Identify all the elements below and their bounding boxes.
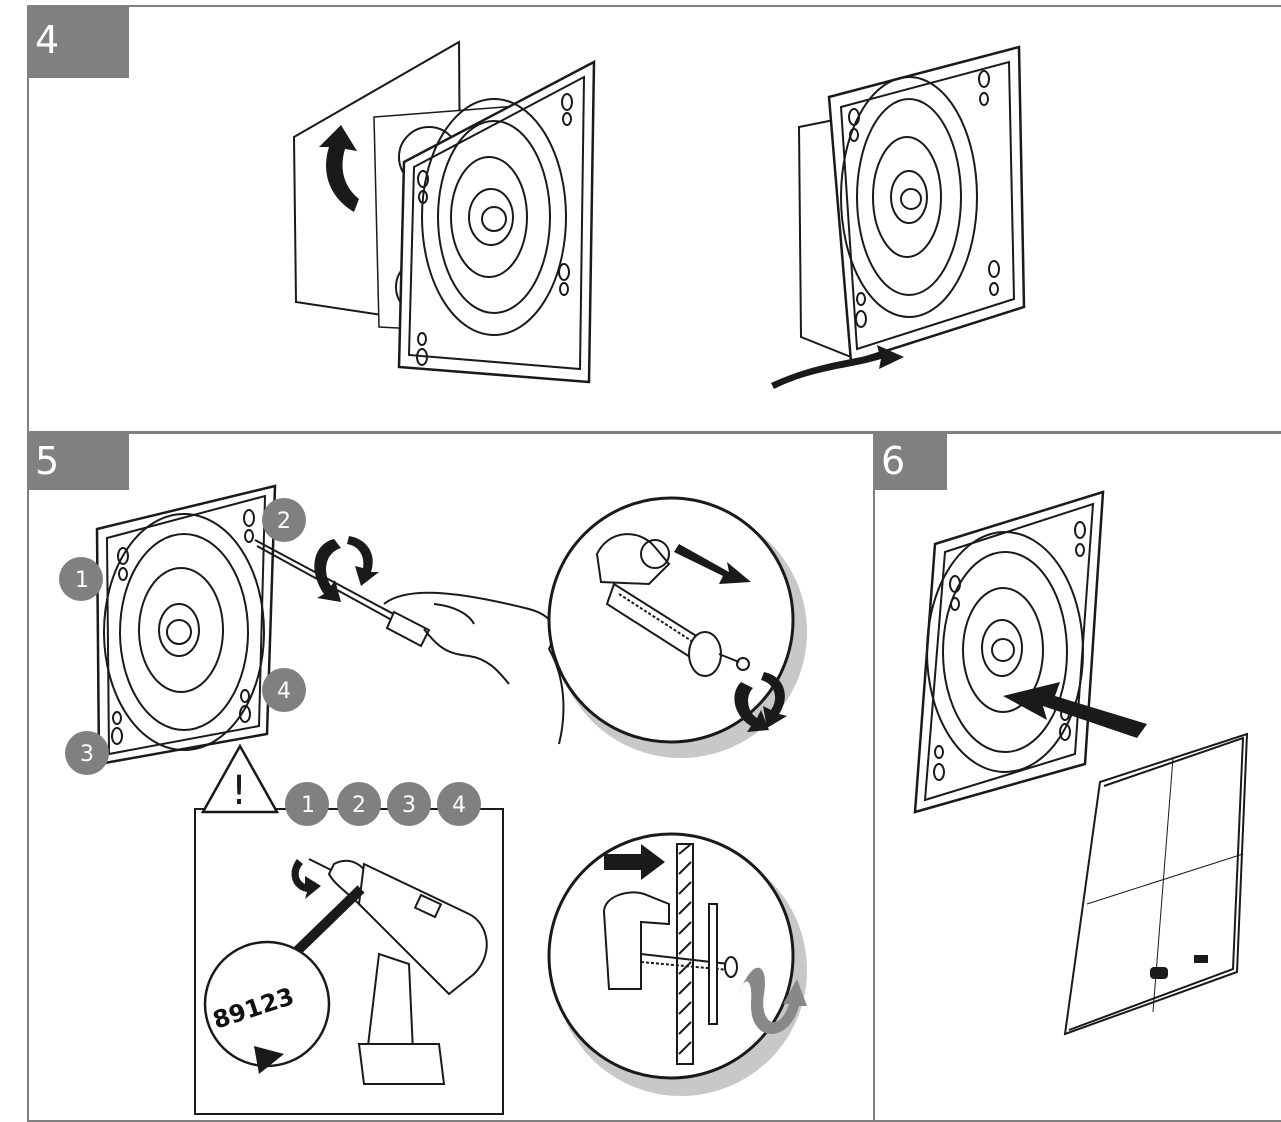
- svg-text:1: 1: [75, 568, 89, 593]
- detail-wall-anchor-circle: [547, 832, 807, 1096]
- step-number: 4: [35, 18, 60, 62]
- step-6-panel: 6: [873, 432, 1281, 1122]
- screw-number-4: 4: [262, 668, 306, 712]
- screwdriver-hand: [254, 539, 565, 745]
- step-number-badge: 6: [873, 432, 947, 490]
- screw-number-1: 1: [59, 557, 103, 601]
- drill-sequence-4: 4: [437, 782, 481, 826]
- drill-sequence-1: 1: [285, 782, 329, 826]
- arrow-push-icon: [1003, 682, 1147, 738]
- svg-text:3: 3: [402, 793, 416, 818]
- warning-icon: !: [231, 768, 247, 814]
- arrow-swing-down-icon: [771, 345, 904, 389]
- step-6-illustration: [913, 490, 1249, 1036]
- screw-number-2: 2: [262, 498, 306, 542]
- svg-text:1: 1: [301, 793, 315, 818]
- step-number-badge: 5: [27, 432, 129, 490]
- speaker-front: [913, 490, 1105, 814]
- step-number: 6: [881, 439, 906, 483]
- step-4-illustration: [292, 40, 1026, 389]
- drill-warning-box: ! 1 2 3 4: [194, 743, 504, 1115]
- svg-text:4: 4: [277, 679, 291, 704]
- step-4-panel: 4: [27, 5, 1281, 433]
- step-number: 5: [35, 439, 60, 483]
- svg-text:3: 3: [80, 742, 94, 767]
- torque-dial: 89123: [203, 940, 331, 1074]
- svg-text:2: 2: [277, 509, 291, 534]
- drill-sequence-3: 3: [387, 782, 431, 826]
- arrow-rotate-up-icon: [319, 125, 359, 212]
- svg-text:4: 4: [452, 793, 466, 818]
- speaker-front: [95, 484, 277, 766]
- grille-cover: [1063, 732, 1249, 1036]
- speaker-tilted-left: [292, 40, 596, 384]
- step-number-badge: 4: [27, 5, 129, 78]
- drill-icon: [308, 858, 488, 1085]
- detail-clamp-circle: [547, 496, 807, 758]
- step-5-illustration: 1 2 3 4: [59, 484, 807, 1115]
- drill-sequence-2: 2: [337, 782, 381, 826]
- screw-number-3: 3: [65, 731, 109, 775]
- step-5-panel: 5 1 2: [27, 432, 875, 1122]
- rotate-cw-icon: [314, 536, 379, 602]
- drill-rotate-icon: [291, 859, 321, 899]
- svg-text:2: 2: [352, 793, 366, 818]
- speaker-tilted-right: [797, 45, 1026, 364]
